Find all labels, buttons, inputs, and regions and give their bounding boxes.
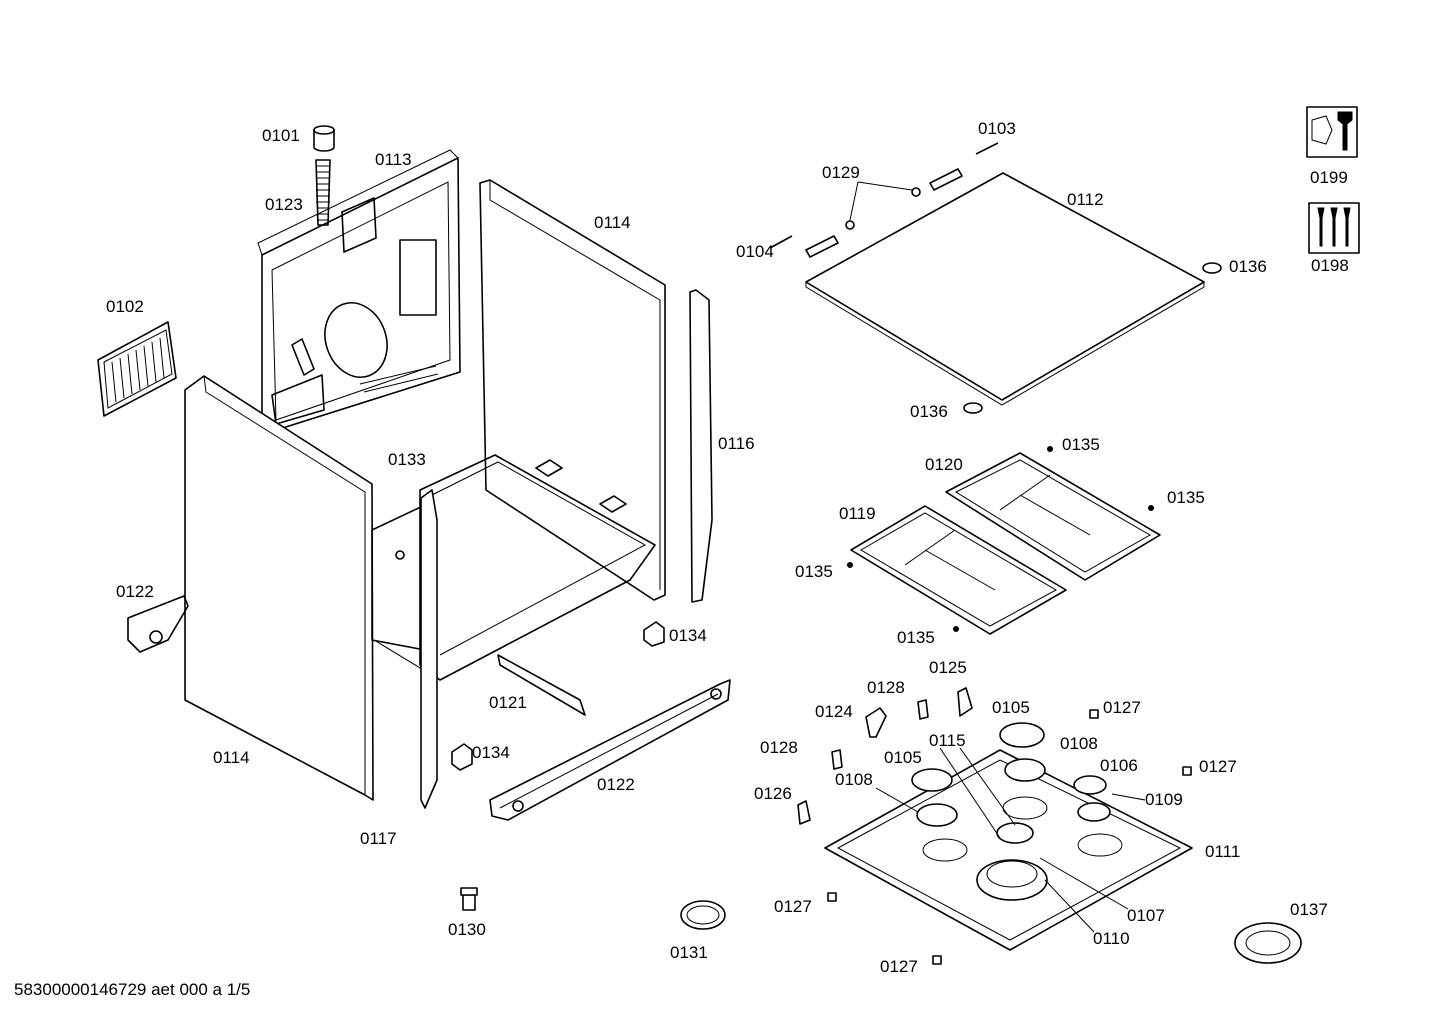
side-strip [689,289,713,603]
igniter-upper [917,699,929,720]
label-0117: 0117 [360,829,397,848]
label-0120: 0120 [925,455,963,474]
label-0104: 0104 [736,242,774,261]
label-0131: 0131 [670,943,708,962]
vent-grille [97,321,177,417]
flexible-hose [315,159,331,226]
document-reference: 58300000146729 aet 000 a 1/5 [14,980,251,999]
label-0137: 0137 [1290,900,1328,919]
front-strip [420,489,438,809]
thermocouple-upper [957,687,973,717]
label-0121: 0121 [489,693,527,712]
label-0103: 0103 [978,119,1016,138]
right-side-panel [479,179,666,601]
label-0112: 0112 [1067,190,1104,209]
label-0199: 0199 [1310,168,1348,187]
clip-lower [451,743,473,771]
thermocouple-lower [797,800,811,825]
clip-upper [643,621,665,647]
label-0119: 0119 [839,504,876,523]
label-0102: 0102 [106,297,144,316]
label-0128-b: 0128 [760,738,798,757]
label-0105-b: 0105 [884,748,922,767]
label-0135-d: 0135 [897,628,935,647]
bottom-tray [371,454,656,716]
label-0127-b: 0127 [1199,757,1237,776]
wrench-screwdriver-icon [1306,106,1358,158]
label-0127-d: 0127 [880,957,918,976]
label-0114-a: 0114 [594,213,631,232]
label-0115: 0115 [929,731,966,750]
label-0127-c: 0127 [774,897,812,916]
injector-block [865,707,887,738]
label-0113: 0113 [375,150,412,169]
back-panel [257,149,461,433]
label-0134-a: 0134 [669,626,707,645]
cap-part [313,125,335,152]
label-0101: 0101 [262,126,300,145]
label-0136-a: 0136 [1229,257,1267,276]
label-0127-a: 0127 [1103,698,1141,717]
pan-support-left [850,505,1067,635]
burner-back [999,722,1046,782]
label-0108-a: 0108 [1060,734,1098,753]
label-0135-a: 0135 [1062,435,1100,454]
label-0110: 0110 [1093,929,1130,948]
igniter-lower [831,749,843,770]
label-0106: 0106 [1100,756,1138,775]
label-0116: 0116 [718,434,755,453]
rail-right [489,679,731,821]
label-0198: 0198 [1311,256,1349,275]
screwdrivers-set-icon [1308,202,1360,254]
label-0109: 0109 [1145,790,1183,809]
label-0107: 0107 [1127,906,1165,925]
label-0136-b: 0136 [910,402,948,421]
label-0130: 0130 [448,920,486,939]
label-0135-b: 0135 [1167,488,1205,507]
label-0126: 0126 [754,784,792,803]
label-0123: 0123 [265,195,303,214]
ring-part [680,900,726,930]
burner-large [976,822,1048,901]
hinge-right [911,142,999,197]
label-0105-a: 0105 [992,698,1030,717]
trivet-ring [1234,922,1302,964]
label-0129: 0129 [822,163,860,182]
hinge-left [769,220,855,258]
pan-support-right [945,452,1161,581]
glass-lid [805,172,1205,406]
label-0122-a: 0122 [116,582,154,601]
screw-part [460,887,478,911]
label-0124: 0124 [815,702,853,721]
label-0134-b: 0134 [472,743,510,762]
label-0108-b: 0108 [835,770,873,789]
burner-right [1073,775,1111,822]
left-side-panel [184,375,374,801]
label-0128-a: 0128 [867,678,905,697]
label-0135-c: 0135 [795,562,833,581]
label-0122-b: 0122 [597,775,635,794]
label-0133: 0133 [388,450,426,469]
bumper-front [963,402,983,414]
label-0111: 0111 [1205,842,1240,861]
label-0114-b: 0114 [213,748,250,767]
bumper-right [1202,262,1222,274]
label-0125: 0125 [929,658,967,677]
rail-left [127,595,189,653]
burner-left [911,768,958,827]
